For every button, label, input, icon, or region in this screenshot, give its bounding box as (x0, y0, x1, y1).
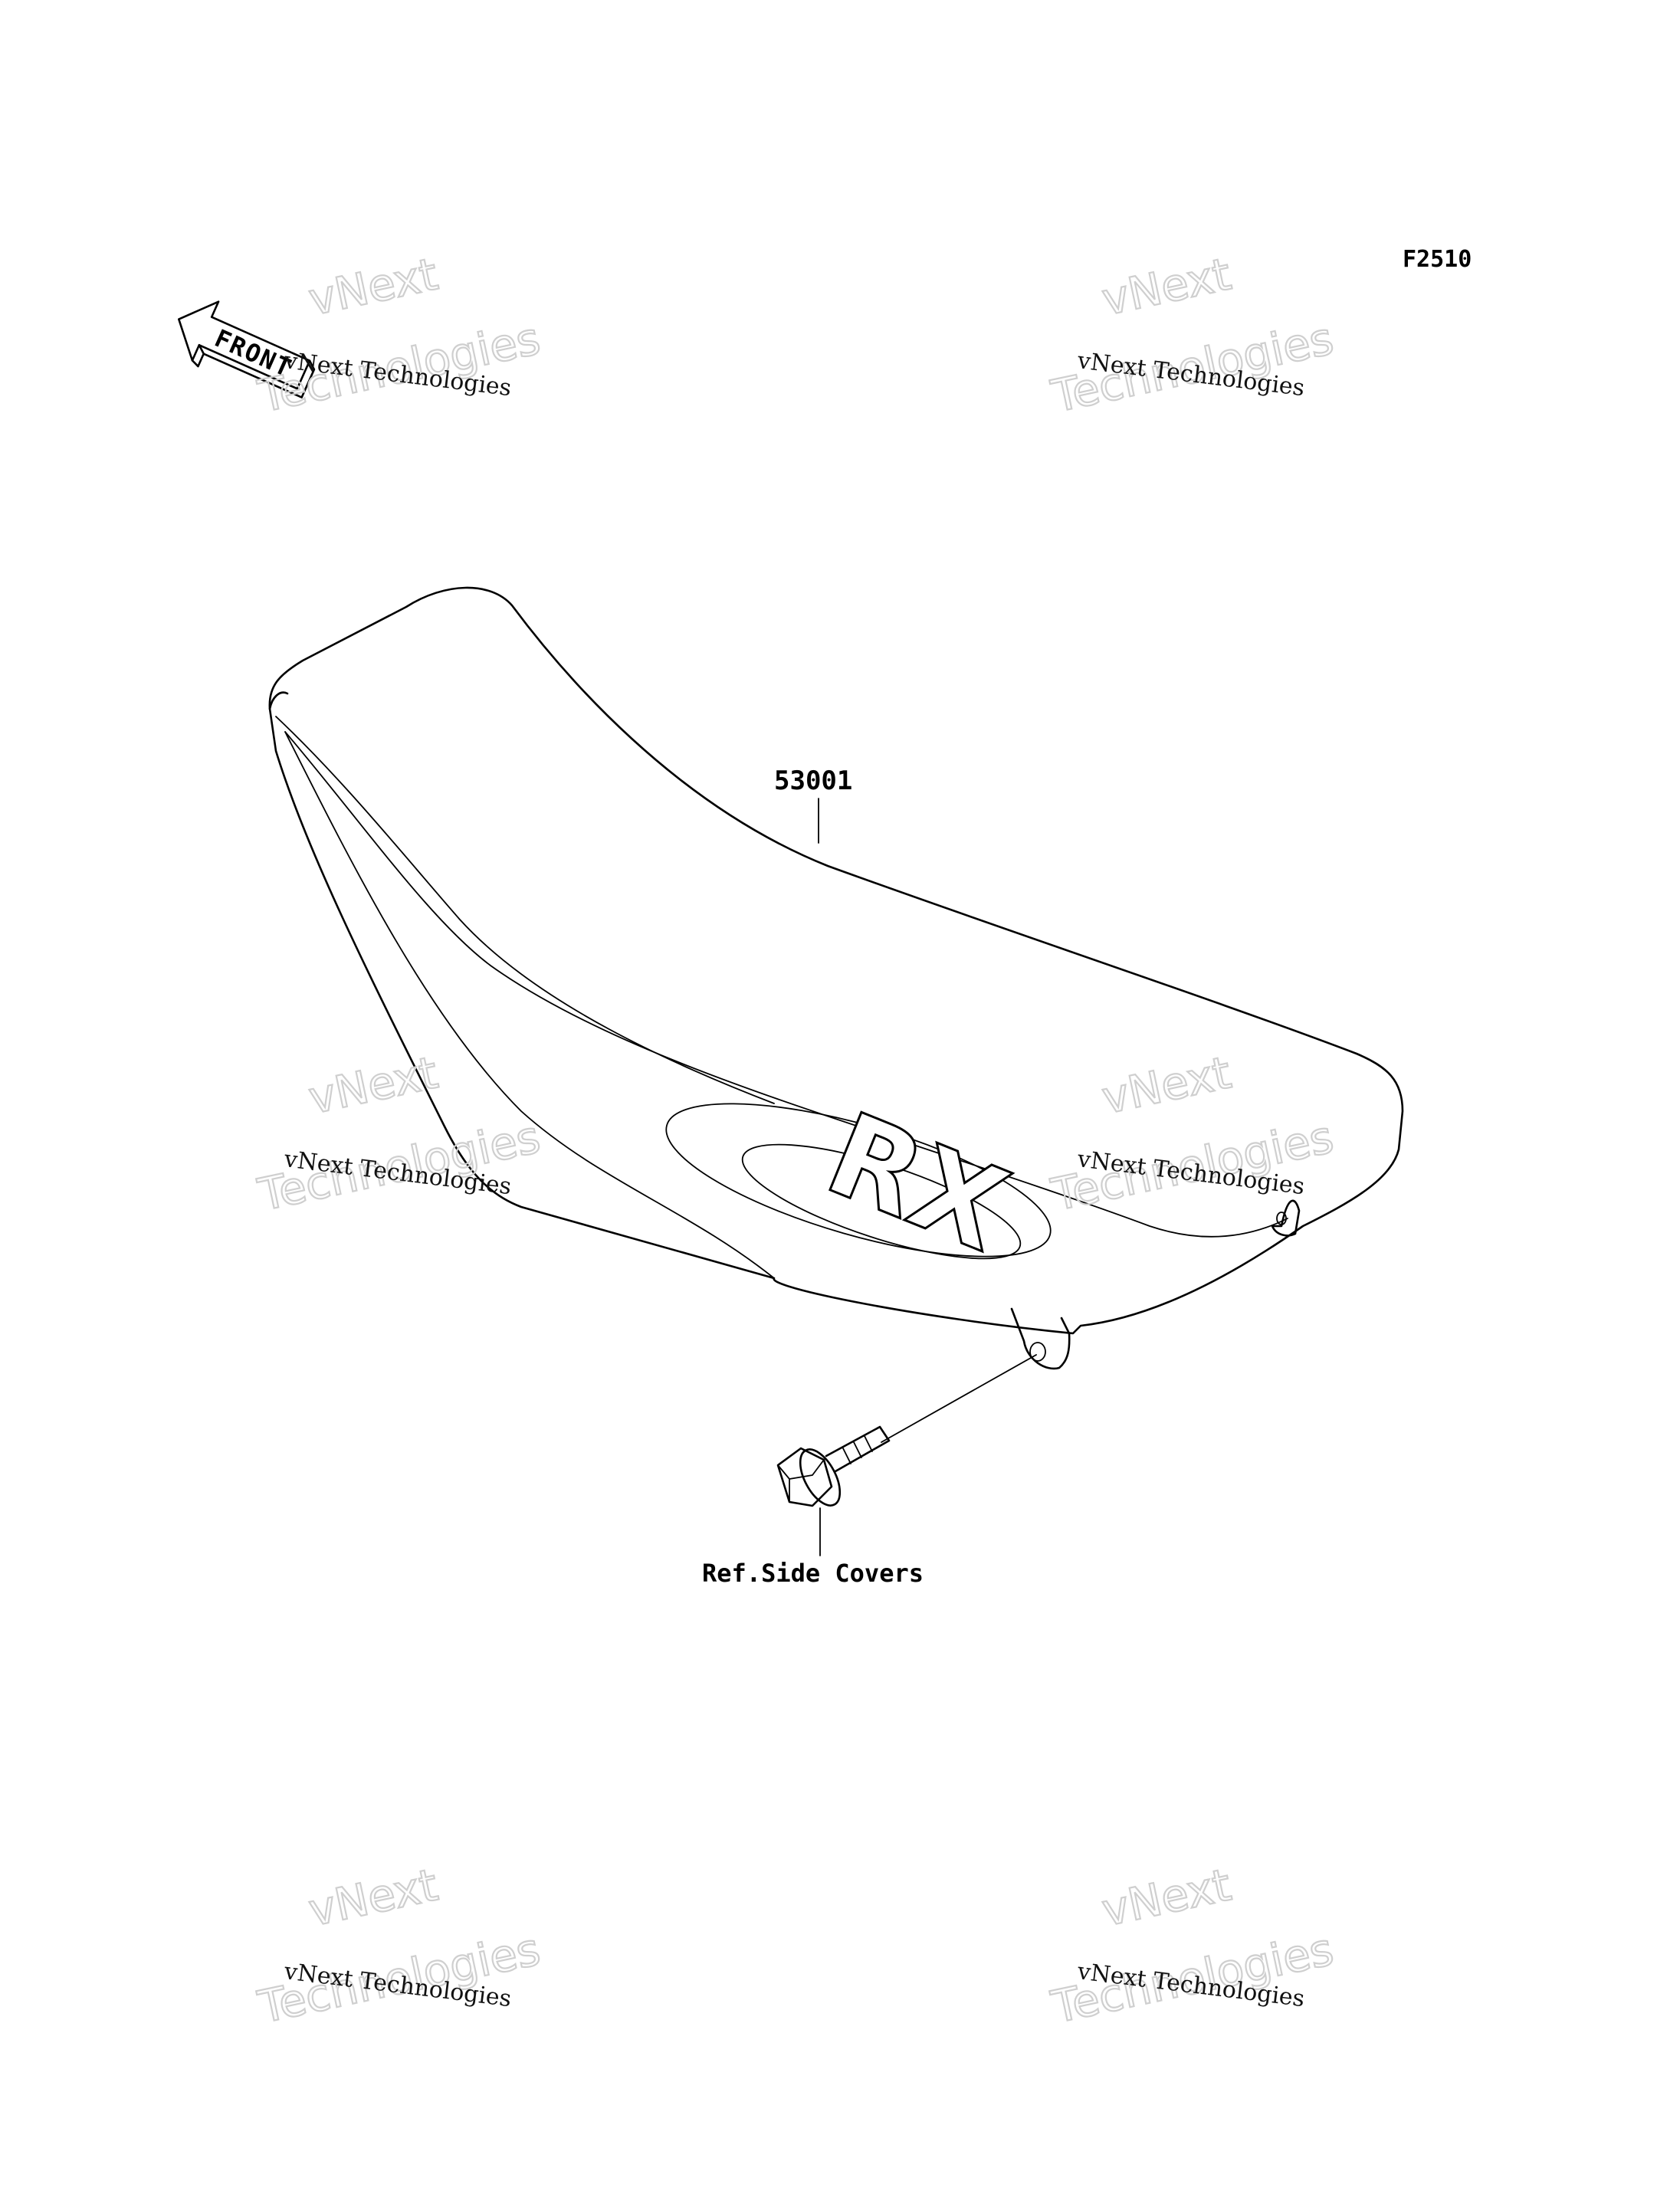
svg-text:vNext: vNext (1098, 1046, 1235, 1124)
svg-text:vNext: vNext (304, 248, 442, 326)
seat-emblem: RX (810, 1088, 1025, 1278)
svg-text:vNext: vNext (1098, 1858, 1235, 1936)
svg-text:vNext: vNext (1098, 248, 1235, 326)
watermark-top-right: vNext Technologies vNext Technologies (1046, 247, 1339, 423)
seat-bolt-tab (1010, 1307, 1071, 1370)
bolt-icon (776, 1354, 1037, 1507)
part-number-53001: 53001 (774, 766, 852, 796)
seat-emblem-oval (665, 1103, 1052, 1258)
figure-code: F2510 (1403, 246, 1472, 273)
seat-crease-line (284, 731, 1288, 1238)
watermark-bottom-left: vNext Technologies vNext Technologies (253, 1858, 546, 2034)
seat-rear-tab (1271, 1199, 1301, 1237)
watermark-mid-left: vNext Technologies vNext Technologies (253, 1045, 546, 1221)
bolt-reference-label: Ref.Side Covers (702, 1559, 924, 1588)
watermark-mid-right: vNext Technologies vNext Technologies (1046, 1045, 1339, 1221)
svg-text:vNext: vNext (304, 1046, 442, 1124)
watermark-top-left: vNext Technologies vNext Technologies (253, 247, 546, 423)
svg-text:vNext: vNext (304, 1858, 442, 1936)
watermark-bottom-right: vNext Technologies vNext Technologies (1046, 1858, 1339, 2034)
seat-outline (268, 586, 1404, 1335)
seat-assembly: RX (268, 586, 1404, 1370)
